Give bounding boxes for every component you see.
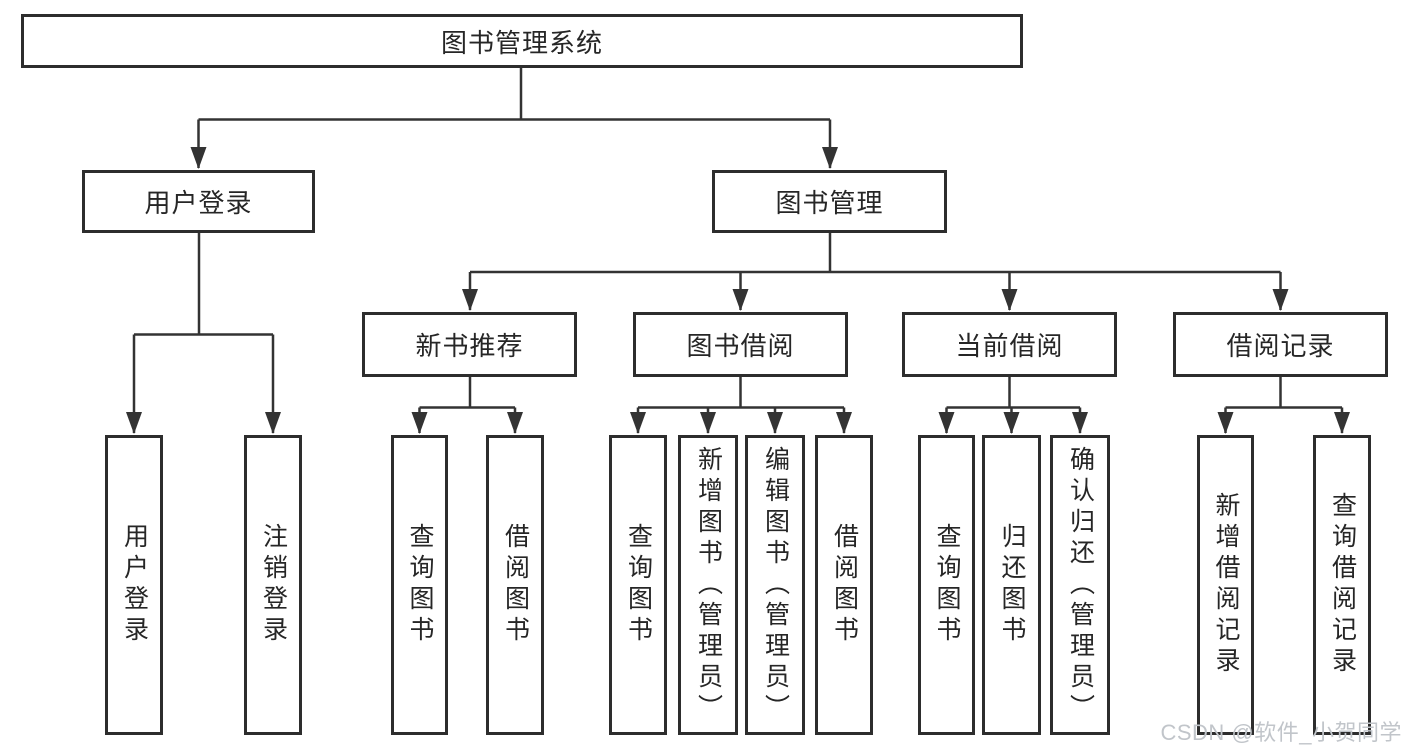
leaf-logout: 注销登录 xyxy=(244,435,302,735)
node-new-book-recommend: 新书推荐 xyxy=(362,312,577,377)
leaf-recommend-borrow-books: 借阅图书 xyxy=(486,435,544,735)
node-user-login-label: 用户登录 xyxy=(144,188,253,218)
node-book-management: 图书管理 xyxy=(712,170,947,233)
leaf-records-query-record: 查询借阅记录 xyxy=(1313,435,1371,735)
leaf-current-return-books: 归还图书 xyxy=(982,435,1041,735)
leaf-borrowing-query-books-label: 查询图书 xyxy=(624,523,653,647)
leaf-borrowing-add-books-admin-label: 新增图书（管理员） xyxy=(694,445,723,725)
node-borrowing-records: 借阅记录 xyxy=(1173,312,1388,377)
node-new-book-recommend-label: 新书推荐 xyxy=(415,331,524,361)
leaf-current-return-books-label: 归还图书 xyxy=(998,523,1026,647)
leaf-borrowing-borrow-books: 借阅图书 xyxy=(815,435,873,735)
leaf-current-query-books: 查询图书 xyxy=(918,435,975,735)
leaf-borrowing-query-books: 查询图书 xyxy=(609,435,667,735)
node-current-borrowing-label: 当前借阅 xyxy=(955,331,1064,361)
node-user-login: 用户登录 xyxy=(82,170,315,233)
leaf-recommend-borrow-books-label: 借阅图书 xyxy=(501,523,530,647)
leaf-current-confirm-return-admin: 确认归还（管理员） xyxy=(1050,435,1110,735)
leaf-recommend-query-books-label: 查询图书 xyxy=(406,523,434,647)
leaf-records-add-record: 新增借阅记录 xyxy=(1197,435,1254,735)
leaf-borrowing-borrow-books-label: 借阅图书 xyxy=(830,523,859,647)
leaf-recommend-query-books: 查询图书 xyxy=(391,435,448,735)
leaf-borrowing-add-books-admin: 新增图书（管理员） xyxy=(678,435,738,735)
leaf-records-add-record-label: 新增借阅记录 xyxy=(1212,492,1240,678)
csdn-watermark: CSDN @软件_小贺同学 xyxy=(1160,720,1402,745)
node-current-borrowing: 当前借阅 xyxy=(902,312,1117,377)
node-book-borrowing: 图书借阅 xyxy=(633,312,848,377)
node-borrowing-records-label: 借阅记录 xyxy=(1226,331,1335,361)
node-book-management-label: 图书管理 xyxy=(775,188,884,218)
leaf-borrowing-edit-books-admin-label: 编辑图书（管理员） xyxy=(761,445,790,725)
leaf-borrowing-edit-books-admin: 编辑图书（管理员） xyxy=(745,435,805,735)
leaf-current-query-books-label: 查询图书 xyxy=(933,523,961,647)
node-book-borrowing-label: 图书借阅 xyxy=(686,331,795,361)
leaf-current-confirm-return-admin-label: 确认归还（管理员） xyxy=(1066,445,1095,725)
node-library-system: 图书管理系统 xyxy=(21,14,1023,68)
node-library-system-label: 图书管理系统 xyxy=(440,27,603,58)
leaf-user-login: 用户登录 xyxy=(105,435,163,735)
leaf-logout-label: 注销登录 xyxy=(259,523,288,647)
leaf-records-query-record-label: 查询借阅记录 xyxy=(1328,492,1357,678)
leaf-user-login-label: 用户登录 xyxy=(120,523,149,647)
